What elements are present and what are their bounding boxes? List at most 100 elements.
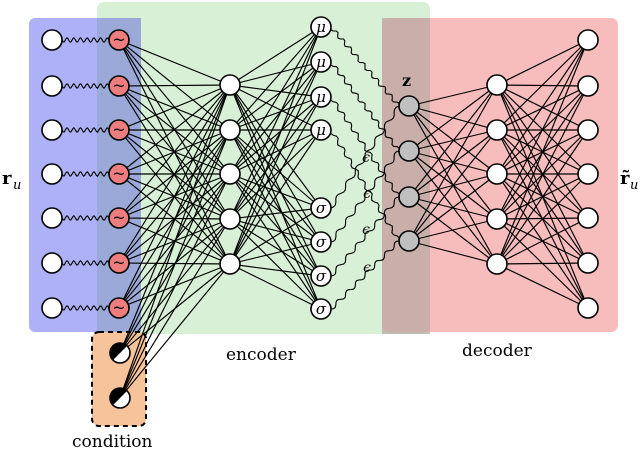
output-node-1: [577, 29, 599, 51]
activation-node-4: [108, 163, 130, 185]
hidden-to-param-edge: [229, 96, 322, 265]
condition-node-half-2: [110, 388, 128, 406]
decoder-hidden-node-4: [486, 208, 508, 230]
hidden-to-param-edge: [229, 26, 322, 265]
hidden-to-param-edge: [229, 207, 322, 220]
hidden-to-param-edge: [229, 218, 322, 243]
epsilon-label-2: ϵ: [363, 186, 371, 202]
hidden-to-output-edge: [496, 85, 589, 265]
activation-to-hidden-edge: [118, 84, 231, 131]
condition-caption: condition: [72, 432, 153, 451]
encoder-hidden-node-5: [219, 253, 241, 275]
condition-to-hidden-edge: [119, 84, 231, 399]
mu-symbol-2: μ: [316, 53, 326, 71]
sigma-symbol-3: σ: [316, 267, 327, 285]
z-to-hidden-edge: [408, 173, 498, 242]
hidden-to-param-edge: [229, 263, 322, 277]
activation-to-hidden-edge: [118, 84, 231, 264]
mu-symbol-3: μ: [316, 88, 326, 106]
hidden-to-param-edge: [229, 129, 322, 310]
condition-to-hidden-edge: [119, 173, 231, 399]
input-node-6: [41, 252, 63, 274]
decoder-hidden-node-2: [486, 119, 508, 141]
mu-node-4: [310, 119, 332, 141]
sigma-node-1: [310, 197, 332, 219]
condition-node-half-1: [110, 343, 128, 361]
sigma-to-z-edge-1: [330, 105, 400, 209]
hidden-to-param-edge: [229, 241, 322, 265]
input-node-4: [41, 163, 63, 185]
input-node-3: [41, 119, 63, 141]
activation-node-3: [108, 119, 130, 141]
sigma-symbol-4: σ: [316, 300, 327, 318]
hidden-to-param-edge: [229, 173, 322, 243]
hidden-to-output-edge: [496, 173, 589, 265]
sine-activation-icon-2: ~: [112, 76, 125, 95]
input-label: r: [2, 168, 12, 189]
activation-node-2: [108, 75, 130, 97]
decoder-hidden-node-5: [486, 253, 508, 275]
output-node-2: [577, 75, 599, 97]
hidden-to-param-edge: [229, 96, 322, 220]
mu-to-z-edge-2: [330, 61, 400, 152]
output-node-5: [577, 207, 599, 229]
output-node-4: [577, 163, 599, 185]
hidden-to-param-edge: [229, 61, 322, 175]
z-to-hidden-edge: [408, 84, 498, 107]
input-to-activation-edge-5: [61, 215, 110, 221]
hidden-to-param-edge: [229, 61, 322, 220]
sigma-node-3: [310, 265, 332, 287]
activation-to-hidden-edge: [118, 84, 231, 87]
latent-node-4: [398, 230, 420, 252]
hidden-to-output-edge: [496, 217, 589, 265]
sigma-to-z-edge-2: [330, 150, 400, 243]
sigma-node-4: [310, 298, 332, 320]
activation-node-5: [108, 207, 130, 229]
output-node-7: [577, 297, 599, 319]
condition-to-hidden-edge: [119, 129, 231, 399]
sine-activation-icon-1: ~: [112, 30, 125, 49]
activation-node-7: [108, 297, 130, 319]
mu-node-3: [310, 86, 332, 108]
output-node-3: [577, 119, 599, 141]
activation-node-1: [108, 29, 130, 51]
output-node-6: [577, 252, 599, 274]
condition-to-hidden-edge: [119, 218, 231, 399]
hidden-to-param-edge: [229, 207, 322, 265]
input-to-activation-edge-4: [61, 171, 110, 177]
sigma-to-z-edge-4: [330, 240, 400, 310]
activation-to-hidden-edge: [118, 84, 231, 175]
hidden-to-param-edge: [229, 84, 322, 131]
hidden-to-param-edge: [229, 129, 322, 175]
hidden-to-param-edge: [229, 129, 322, 265]
hidden-to-output-edge: [496, 262, 589, 265]
z-to-hidden-edge: [408, 84, 498, 242]
input-label-sub: u: [13, 178, 21, 193]
latent-label: z: [402, 71, 411, 90]
input-node-7: [41, 297, 63, 319]
output-label-sub: u: [630, 178, 638, 193]
epsilon-label-3: ϵ: [362, 222, 370, 238]
hidden-to-param-edge: [229, 26, 322, 86]
hidden-to-output-edge: [496, 39, 589, 220]
epsilon-label-4: ϵ: [363, 260, 371, 276]
sigma-symbol-2: σ: [316, 233, 327, 251]
sigma-node-2: [310, 231, 332, 253]
z-to-hidden-edge: [408, 84, 498, 198]
hidden-to-param-edge: [229, 218, 322, 310]
input-to-activation-edge-3: [61, 127, 110, 133]
activation-node-6: [108, 252, 130, 274]
decoder-caption: decoder: [462, 341, 533, 361]
hidden-to-output-edge: [496, 39, 589, 265]
hidden-to-param-edge: [229, 26, 322, 131]
hidden-to-param-edge: [229, 129, 322, 277]
hidden-to-output-edge: [496, 263, 589, 309]
encoder-hidden-node-2: [219, 119, 241, 141]
z-to-hidden-edge: [408, 218, 498, 242]
hidden-to-param-edge: [229, 61, 322, 265]
sine-activation-icon-3: ~: [112, 120, 125, 139]
encoder-hidden-node-1: [219, 74, 241, 96]
input-node-1: [41, 29, 63, 51]
